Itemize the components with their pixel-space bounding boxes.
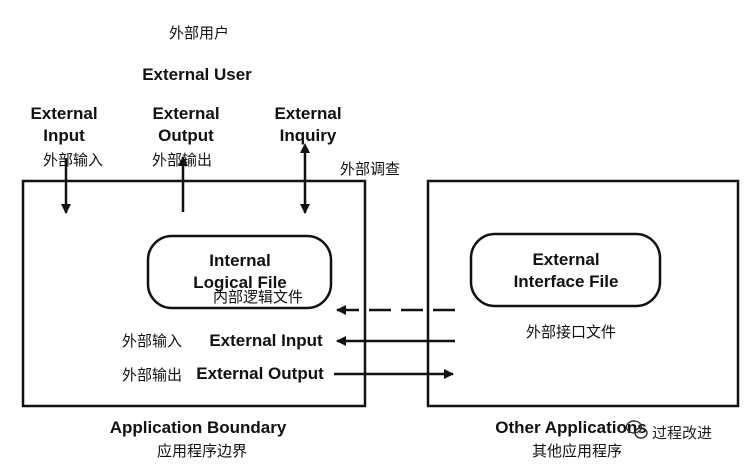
external-inquiry-label-line2: Inquiry — [280, 126, 337, 145]
external-input-label-line2: Input — [43, 126, 85, 145]
internal-logical-file-cn-label: 内部逻辑文件 — [213, 288, 303, 306]
watermark-text: 过程改进 — [652, 424, 712, 442]
external-inquiry-label-line1: External — [274, 104, 341, 123]
internal-logical-file-box — [146, 234, 333, 310]
app-external-output-label: External Output — [196, 364, 324, 383]
wechat-icon — [625, 420, 648, 439]
external-input-label-line1: External — [30, 104, 97, 123]
app-external-input-cn-label: 外部输入 — [122, 332, 182, 350]
external-user-label: External User — [142, 65, 252, 84]
external-interface-file-box — [469, 232, 662, 308]
external-inquiry-cn-label: 外部调查 — [340, 160, 400, 178]
application-boundary-box — [21, 179, 367, 408]
other-applications-cn-label: 其他应用程序 — [532, 442, 622, 460]
internal-logical-file-label-line1: Internal — [209, 251, 270, 270]
external-interface-file-label-line2: Interface File — [514, 272, 619, 291]
external-user-cn-label: 外部用户 — [169, 24, 229, 42]
other-applications-box — [426, 179, 740, 408]
app-external-output-cn-label: 外部输出 — [122, 366, 182, 384]
app-external-input-label: External Input — [209, 331, 323, 350]
internal-logical-file-label-line2: Logical File — [193, 273, 287, 292]
external-input-cn-label: 外部输入 — [43, 151, 103, 169]
external-output-label-line2: Output — [158, 126, 214, 145]
external-interface-file-cn-label: 外部接口文件 — [526, 323, 616, 341]
other-applications-label: Other Applications — [495, 418, 646, 437]
watermark: 过程改进 — [625, 420, 712, 442]
external-interface-file-label-line1: External — [532, 250, 599, 269]
application-boundary-label: Application Boundary — [110, 418, 287, 437]
external-output-label-line1: External — [152, 104, 219, 123]
application-boundary-cn-label: 应用程序边界 — [157, 442, 247, 460]
